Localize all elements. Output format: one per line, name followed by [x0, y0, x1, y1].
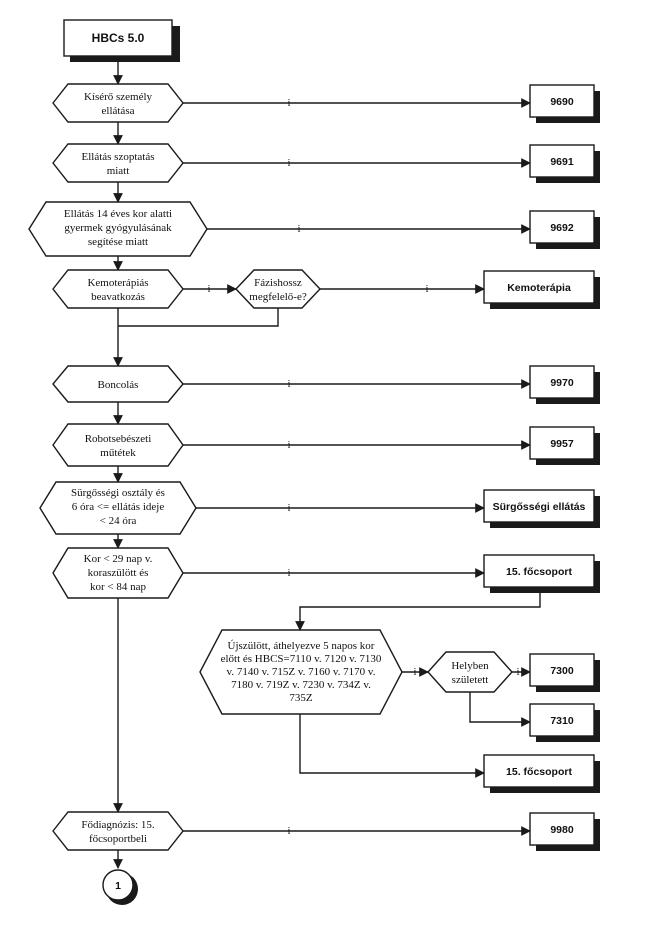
result-15-focsoport: 15. főcsoport	[483, 554, 600, 593]
result-7300: 7300	[529, 653, 600, 692]
decision-szoptatas: Ellátás szoptatás miatt	[52, 143, 184, 183]
decision-line: Ellátás 14 éves kor alatti	[64, 208, 172, 220]
result-label: 15. főcsoport	[506, 566, 572, 578]
decision-line: műtétek	[100, 447, 136, 459]
result-label: 9690	[550, 96, 574, 108]
edge-label: i	[517, 667, 520, 678]
connector-label: 1	[115, 880, 121, 892]
decision-line: született	[452, 674, 489, 686]
result-label: 9980	[550, 824, 574, 836]
result-9692: 9692	[529, 210, 600, 249]
decision-line: ellátása	[102, 105, 135, 117]
edge-label: i	[426, 284, 429, 295]
edge-label: i	[208, 284, 211, 295]
edge-label: i	[288, 98, 291, 109]
result-9690: 9690	[529, 84, 600, 123]
decision-boncolas: Boncolás	[52, 365, 184, 403]
decision-line: Újszülött, áthelyezve 5 napos kor	[228, 640, 375, 652]
edge-label: i	[288, 158, 291, 169]
decision-line: kor < 84 nap	[90, 581, 146, 593]
result-label: Sürgősségi ellátás	[493, 501, 586, 513]
edge-label: i	[288, 503, 291, 514]
connector-1: 1	[102, 869, 138, 905]
result-9980: 9980	[529, 812, 600, 851]
decision-fodiagnozis: Fődiagnózis: 15. főcsoportbeli	[52, 811, 184, 851]
edge-label: i	[414, 667, 417, 678]
decision-line: beavatkozás	[91, 291, 145, 303]
result-9957: 9957	[529, 426, 600, 465]
flow-edges	[113, 58, 541, 869]
result-label: 9957	[550, 438, 574, 450]
decision-helyben: Helyben született	[427, 651, 513, 693]
edge-label: i	[288, 440, 291, 451]
result-kemoterapia: Kemoterápia	[483, 270, 600, 309]
start-label: HBCs 5.0	[92, 31, 145, 45]
decision-line: Sürgősségi osztály és	[71, 487, 165, 499]
result-label: 9692	[550, 222, 574, 234]
decision-line: előtt és HBCS=7110 v. 7120 v. 7130	[221, 653, 382, 665]
decision-line: Boncolás	[98, 379, 139, 391]
decision-line: megfelelő-e?	[249, 291, 307, 303]
result-label: 9691	[550, 156, 574, 168]
decision-line: gyermek gyógyulásának	[64, 222, 172, 234]
decision-line: 7180 v. 719Z v. 7230 v. 734Z v.	[231, 679, 371, 691]
result-label: 15. főcsoport	[506, 766, 572, 778]
edge-label: i	[288, 826, 291, 837]
decision-line: Ellátás szoptatás	[81, 151, 154, 163]
result-label: 7310	[550, 715, 574, 727]
result-surgossegi-ellatas: Sürgősségi ellátás	[483, 489, 600, 528]
decision-kemoterapias: Kemoterápiás beavatkozás	[52, 269, 184, 309]
decision-fazishossz: Fázishossz megfelelő-e?	[235, 269, 321, 309]
edge-label: i	[298, 224, 301, 235]
decision-line: 6 óra <= ellátás ideje	[72, 501, 165, 513]
edge-label: i	[288, 379, 291, 390]
decision-line: segítése miatt	[88, 236, 148, 248]
result-label: 9970	[550, 377, 574, 389]
decision-line: Kor < 29 nap v.	[84, 553, 153, 565]
decision-line: Fődiagnózis: 15.	[81, 819, 155, 831]
start-box: HBCs 5.0	[63, 19, 180, 62]
result-label: 7300	[550, 665, 574, 677]
decision-line: Helyben	[451, 660, 489, 672]
decision-line: Robotsebészeti	[85, 433, 152, 445]
result-9691: 9691	[529, 144, 600, 183]
edge-labels: i i i i i i i i i i i i	[208, 98, 520, 837]
decision-line: Fázishossz	[254, 277, 302, 289]
decision-kisero: Kísérő személy ellátása	[52, 83, 184, 123]
decision-line: v. 7140 v. 715Z v. 7160 v. 7170 v.	[227, 666, 376, 678]
decision-line: miatt	[107, 165, 130, 177]
result-7310: 7310	[529, 703, 600, 742]
decision-surgossegi: Sürgősségi osztály és 6 óra <= ellátás i…	[39, 481, 197, 535]
decision-ujszulott: Újszülött, áthelyezve 5 napos kor előtt …	[199, 629, 403, 715]
decision-gyermek: Ellátás 14 éves kor alatti gyermek gyógy…	[28, 201, 208, 257]
decision-kor: Kor < 29 nap v. koraszülött és kor < 84 …	[52, 547, 184, 599]
edge-label: i	[288, 568, 291, 579]
decision-line: Kísérő személy	[84, 91, 153, 103]
result-label: Kemoterápia	[507, 282, 571, 294]
decision-line: < 24 óra	[100, 515, 137, 527]
decision-line: Kemoterápiás	[87, 277, 148, 289]
decision-line: koraszülött és	[88, 567, 149, 579]
decision-line: főcsoportbeli	[89, 833, 147, 845]
result-15-focsoport-2: 15. főcsoport	[483, 754, 600, 793]
result-9970: 9970	[529, 365, 600, 404]
decision-robotsebeszet: Robotsebészeti műtétek	[52, 423, 184, 467]
decision-line: 735Z	[289, 692, 313, 704]
